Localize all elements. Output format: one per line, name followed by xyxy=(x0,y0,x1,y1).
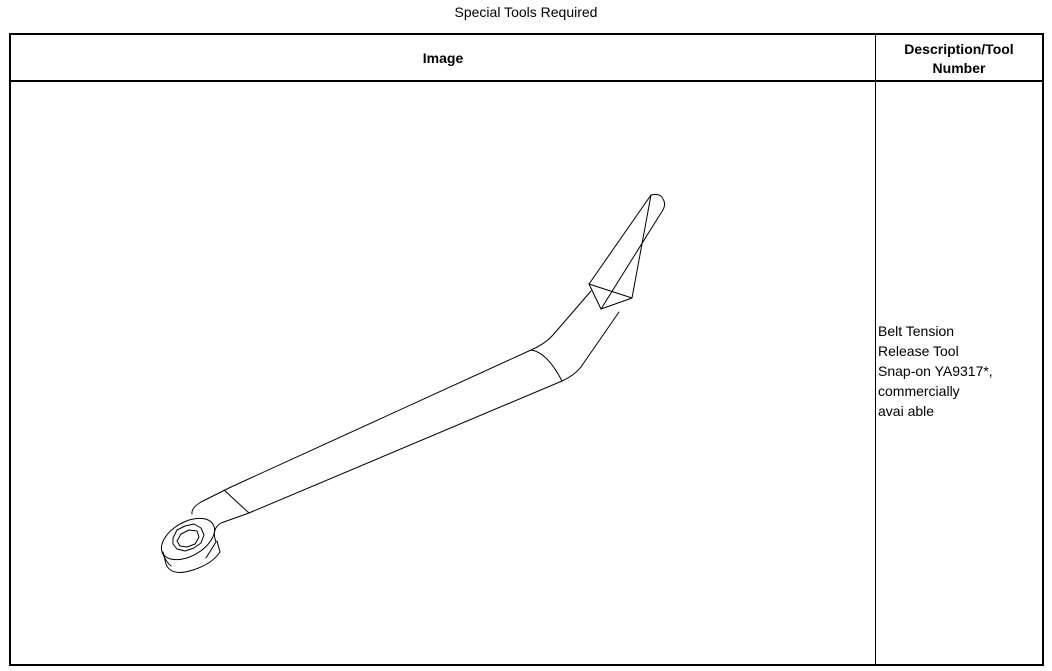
tool-description-cell: Belt Tension Release Tool Snap-on YA9317… xyxy=(878,321,1038,421)
description-header-line-1: Description/Tool xyxy=(904,41,1014,57)
description-line: commercially xyxy=(878,383,960,399)
description-line: Release Tool xyxy=(878,343,959,359)
description-header-line-2: Number xyxy=(932,60,986,76)
header-row-divider xyxy=(11,80,1042,82)
description-line: avai able xyxy=(878,403,935,419)
belt-tension-release-wrench-icon xyxy=(160,194,666,573)
column-divider xyxy=(875,35,876,664)
table-caption: Special Tools Required xyxy=(454,4,598,20)
special-tools-table: Image Description/Tool Number xyxy=(9,33,1044,666)
description-column-header: Description/Tool Number xyxy=(876,38,1042,80)
tool-image-cell xyxy=(11,82,875,666)
image-column-header: Image xyxy=(422,49,464,66)
description-line: Belt Tension xyxy=(878,323,955,339)
description-line: Snap-on YA9317*, xyxy=(878,363,993,379)
